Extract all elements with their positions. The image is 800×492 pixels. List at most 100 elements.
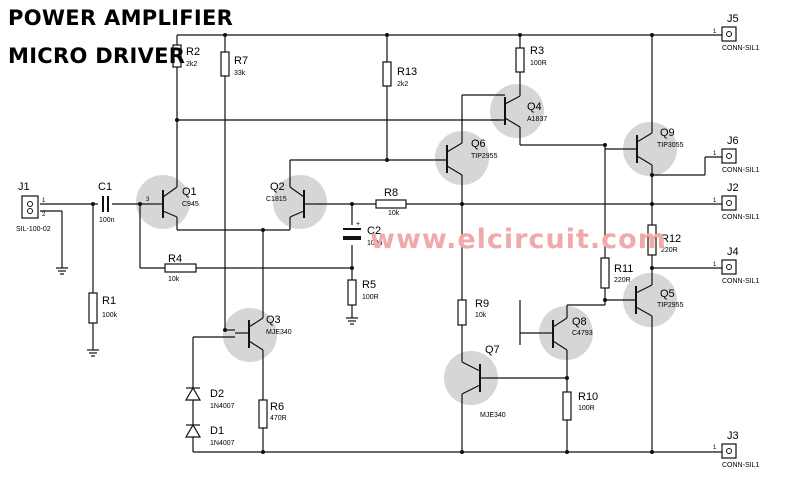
q8-value: C4793 [572,330,593,337]
ground-symbols [56,267,358,357]
c2-value: 100u [367,240,383,247]
r6-body [258,399,268,429]
r6-value: 470R [270,415,287,422]
q3-ref: Q3 [266,314,281,326]
r7-ref: R7 [234,55,248,67]
title-line-2: MICRO DRIVER [8,44,186,68]
svg-text:1: 1 [713,445,717,451]
r9-ref: R9 [475,298,489,310]
d2-value: 1N4007 [210,403,235,410]
j3-box [721,443,737,459]
r13-value: 2k2 [397,81,408,88]
j3-value: CONN-SIL1 [722,462,759,469]
q9-value: TIP3055 [657,142,684,149]
watermark-text: www.elcircuit.com [370,224,667,255]
r5-value: 100R [362,294,379,301]
r7-value: 33k [234,70,246,77]
junction-dots [91,33,654,454]
j2-value: CONN-SIL1 [722,214,759,221]
q6-ref: Q6 [471,138,486,150]
diode-d1 [184,423,202,438]
diode-d2 [184,386,202,401]
j1-ref: J1 [18,181,30,193]
r3-body [515,47,525,73]
d1-ref: D1 [210,425,224,437]
c1-ref: C1 [98,181,112,193]
r3-ref: R3 [530,45,544,57]
ground-icon [87,349,99,357]
r5-ref: R5 [362,279,376,291]
r1-ref: R1 [102,295,116,307]
wires [40,34,722,453]
svg-text:1: 1 [713,198,717,204]
j4-box [721,259,737,275]
r12-value: 220R [661,247,678,254]
svg-text:1: 1 [42,198,46,204]
r3-value: 100R [530,60,547,67]
svg-text:3: 3 [146,197,150,203]
r2-value: 2k2 [186,61,197,68]
connectors [21,26,737,459]
ground-icon [346,317,358,325]
j1-value: SIL-100-02 [16,226,51,233]
svg-text:1: 1 [713,29,717,35]
r2-body [172,44,182,68]
j3-ref: J3 [727,430,739,442]
j4-value: CONN-SIL1 [722,278,759,285]
j6-ref: J6 [727,135,739,147]
svg-text:1: 1 [713,262,717,268]
r8-ref: R8 [384,187,398,199]
q1-ref: Q1 [182,186,197,198]
c2-ref: C2 [367,225,381,237]
c1-value: 100n [99,217,115,224]
r11-body [600,257,610,289]
j2-box [721,195,737,211]
resistor-bodies [88,44,657,429]
r13-ref: R13 [397,66,417,78]
q4-value: A1837 [527,116,547,123]
pin-labels: 1 1 1 1 1 1 2 3 [42,29,717,451]
j4-ref: J4 [727,246,739,258]
r4-value: 10k [168,276,180,283]
r4-ref: R4 [168,253,182,265]
r1-body [88,292,98,324]
capacitor-c2: + [343,221,361,240]
j2-ref: J2 [727,182,739,194]
j5-value: CONN-SIL1 [722,45,759,52]
r9-value: 10k [475,312,487,319]
r11-value: 220R [614,277,631,284]
j1-box [21,195,39,219]
j6-value: CONN-SIL1 [722,167,759,174]
q5-ref: Q5 [660,288,675,300]
component-labels: J1 SIL-100-02 C1 100n R1 100k R2 2k2 R7 … [16,13,759,469]
d1-value: 1N4007 [210,440,235,447]
q7-ref: Q7 [485,344,500,356]
d2-ref: D2 [210,388,224,400]
r10-ref: R10 [578,391,598,403]
r11-ref: R11 [614,263,633,275]
q2-value: C1815 [266,196,287,203]
r13-body [382,61,392,87]
q3-value: MJE340 [266,329,292,336]
q2-ref: Q2 [270,181,285,193]
q9-ref: Q9 [660,127,675,139]
svg-text:+: + [356,221,360,228]
transistor-symbols [150,95,653,395]
r5-body [347,279,357,306]
r1-value: 100k [102,312,118,319]
svg-text:2: 2 [42,212,46,218]
svg-text:1: 1 [713,151,717,157]
r10-body [562,391,572,421]
r2-ref: R2 [186,46,200,58]
r7-body [220,51,230,77]
q5-value: TIP2955 [657,302,684,309]
q1-value: C945 [182,201,199,208]
title-line-1: POWER AMPLIFIER [8,6,234,30]
r4-body [164,263,197,273]
r6-ref: R6 [270,401,284,413]
r12-ref: R12 [661,233,681,245]
q4-ref: Q4 [527,101,542,113]
j5-ref: J5 [727,13,739,25]
j5-box [721,26,737,42]
